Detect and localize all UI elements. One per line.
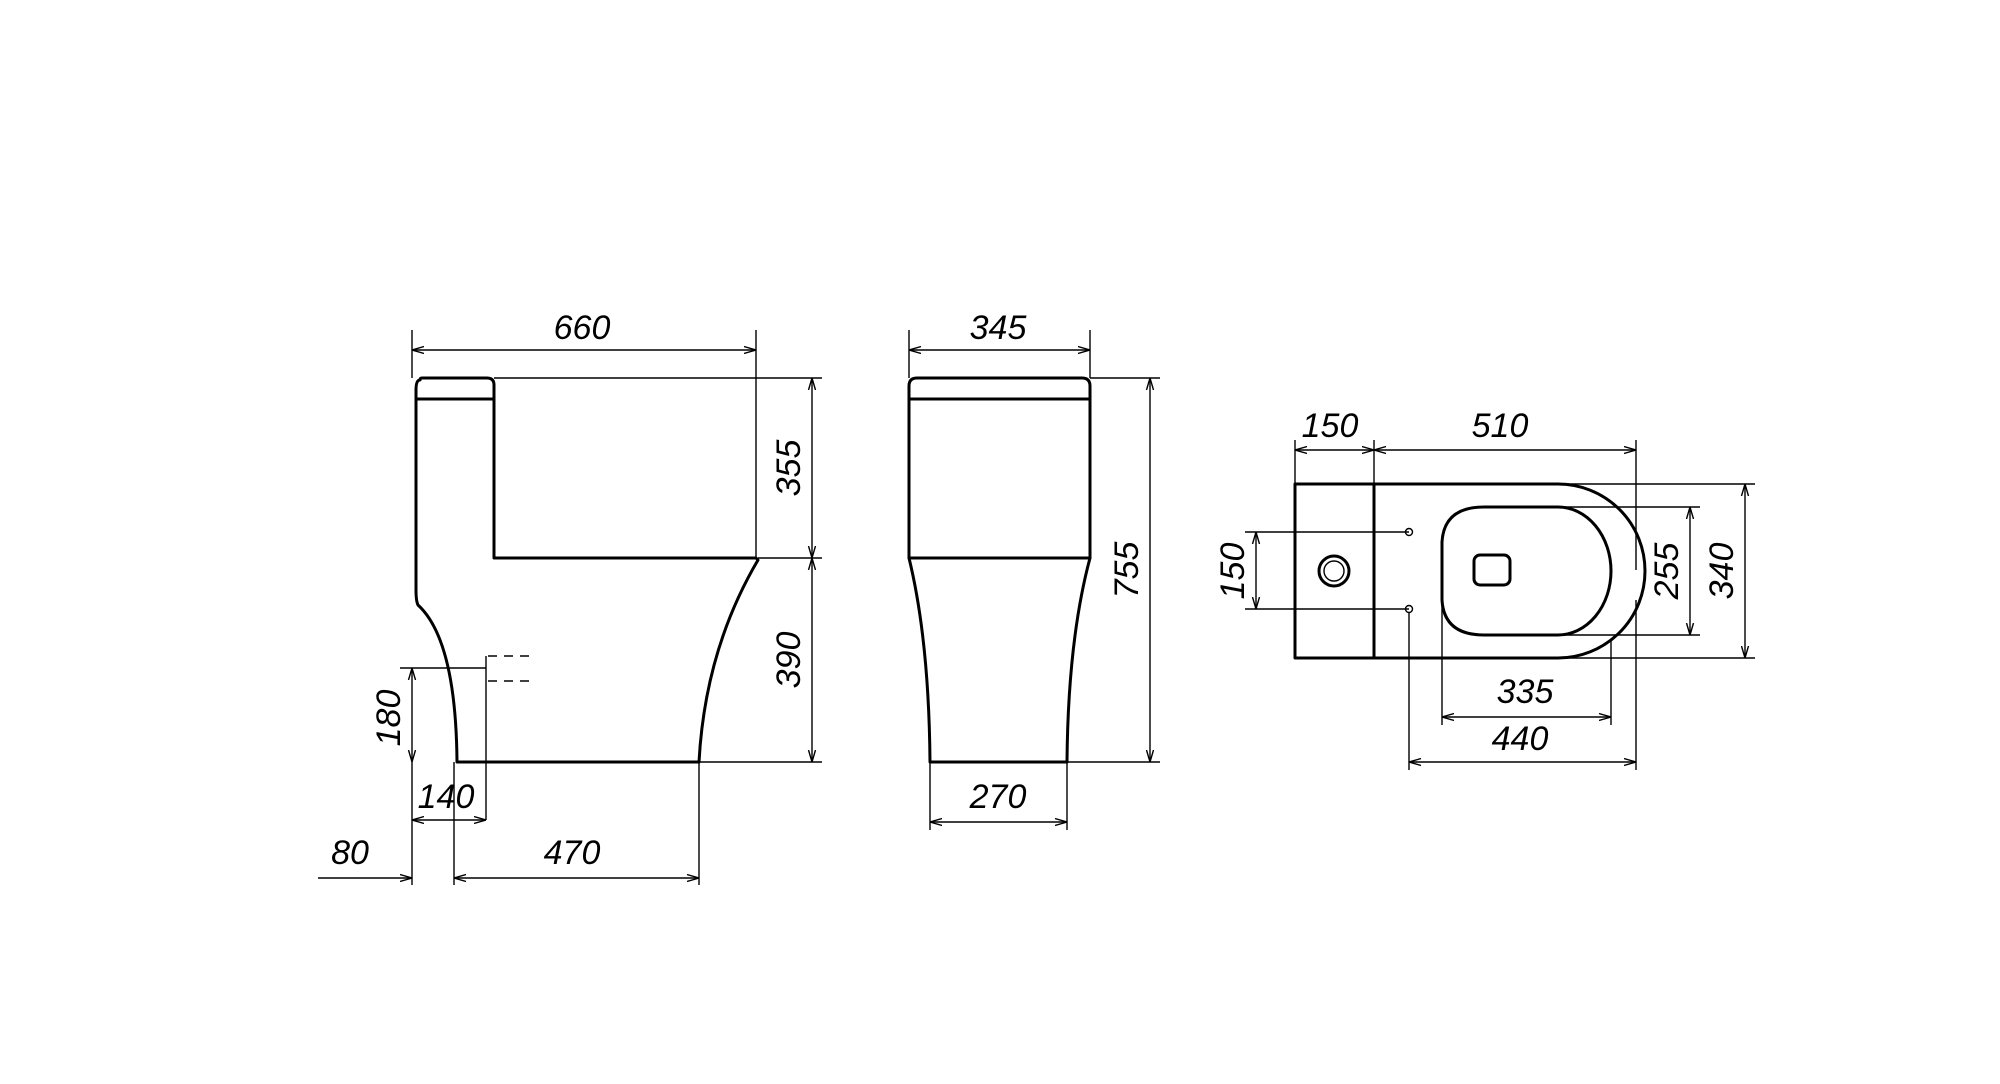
- top-view-outline: [1293, 482, 1647, 660]
- side-view: 660 355 390 180 140 80 470: [318, 309, 822, 885]
- front-view-outline: [907, 376, 1092, 764]
- dim-140-label: 140: [418, 778, 475, 816]
- front-view: 345 755 270: [907, 309, 1160, 830]
- dim-345-label: 345: [970, 309, 1027, 347]
- dim-180-label: 180: [370, 690, 408, 747]
- dim-660-label: 660: [554, 309, 611, 347]
- dim-80-label: 80: [331, 834, 369, 872]
- flush-button-icon: [1317, 554, 1351, 588]
- dim-255-label: 255: [1648, 543, 1686, 601]
- dim-335-label: 335: [1497, 673, 1554, 711]
- dim-390-label: 390: [770, 632, 808, 689]
- dim-150-bolts-label: 150: [1214, 543, 1252, 600]
- dim-755-label: 755: [1108, 542, 1146, 599]
- side-view-outline: [414, 376, 760, 764]
- flush-button-inner-ring: [1323, 560, 1345, 582]
- top-view: 150 510 150 255 340 335 440: [1214, 407, 1755, 770]
- dim-440-label: 440: [1492, 720, 1549, 758]
- dim-340-label: 340: [1703, 543, 1741, 600]
- dim-470-label: 470: [544, 834, 601, 872]
- dim-270-label: 270: [969, 778, 1027, 816]
- dim-510-label: 510: [1472, 407, 1529, 445]
- dim-355-label: 355: [770, 440, 808, 497]
- top-drain-square: [1472, 553, 1512, 587]
- dim-150-tank-label: 150: [1302, 407, 1359, 445]
- top-seat-opening: [1440, 505, 1613, 637]
